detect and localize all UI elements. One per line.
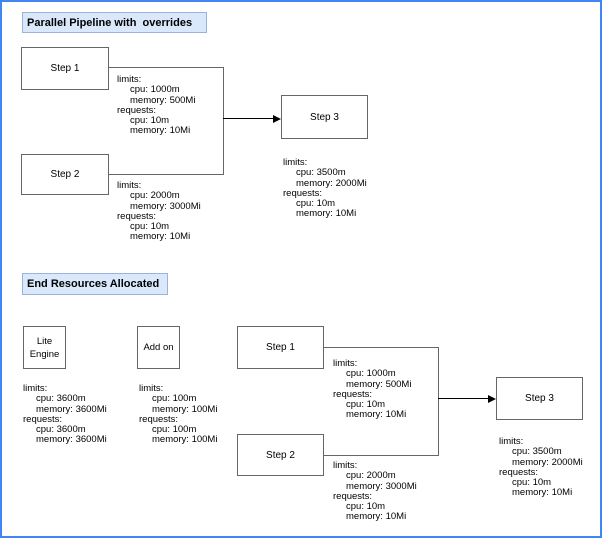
lite-engine-resources: limits: cpu: 3600m memory: 3600Mi reques…	[23, 383, 107, 446]
resource-line: limits:	[117, 74, 142, 85]
top-step2-connector-line	[109, 174, 224, 175]
top-step2-resources: limits: cpu: 2000m memory: 3000Mi reques…	[117, 180, 201, 243]
top-step2-label: Step 2	[50, 169, 80, 180]
resource-line: requests:	[283, 187, 323, 199]
top-step1-resources: limits: cpu: 1000m memory: 500Mi request…	[117, 74, 196, 137]
top-step1-node[interactable]: Step 1	[21, 47, 109, 90]
bottom-diagram-title[interactable]: End Resources Allocated	[22, 273, 168, 295]
top-step2-node[interactable]: Step 2	[21, 154, 109, 195]
resource-line: memory: 3000Mi	[346, 480, 417, 492]
lite-engine-node[interactable]: Lite Engine	[23, 326, 66, 369]
resource-line: cpu: 100m	[152, 393, 197, 405]
resource-line: memory: 10Mi	[296, 208, 357, 220]
resource-line: cpu: 2000m	[130, 190, 180, 202]
bottom-step3-label: Step 3	[525, 393, 554, 404]
top-diagram-title[interactable]: Parallel Pipeline with overrides	[22, 12, 207, 33]
lite-engine-label-line1: Lite	[36, 335, 53, 347]
resource-line: cpu: 3600m	[36, 393, 86, 405]
resource-line: requests:	[333, 388, 373, 400]
resource-line: requests:	[139, 413, 179, 425]
bottom-step3-node[interactable]: Step 3	[496, 377, 583, 420]
bottom-step2-connector-line	[324, 455, 439, 456]
top-step3-label: Step 3	[310, 111, 339, 123]
resource-line: memory: 3600Mi	[36, 403, 107, 415]
bottom-arrow-line	[438, 398, 489, 399]
resource-line: memory: 10Mi	[346, 511, 407, 523]
resource-line: memory: 10Mi	[346, 409, 407, 421]
addon-node[interactable]: Add on	[137, 326, 180, 369]
resource-line: memory: 10Mi	[512, 487, 573, 499]
resource-line: cpu: 1000m	[346, 368, 396, 380]
bottom-step1-resources: limits: cpu: 1000m memory: 500Mi request…	[333, 358, 412, 421]
bottom-step1-label: Step 1	[266, 342, 295, 353]
resource-line: limits:	[333, 358, 358, 369]
resource-line: cpu: 2000m	[346, 470, 396, 482]
top-arrowhead	[273, 114, 281, 123]
resource-line: cpu: 1000m	[130, 84, 180, 96]
resource-line: requests:	[23, 413, 63, 425]
addon-resources: limits: cpu: 100m memory: 100Mi requests…	[139, 383, 218, 446]
top-step3-node[interactable]: Step 3	[281, 95, 368, 139]
resource-line: memory: 2000Mi	[296, 177, 367, 189]
top-step3-resources: limits: cpu: 3500m memory: 2000Mi reques…	[283, 157, 367, 220]
resource-line: cpu: 10m	[346, 501, 386, 513]
resource-line: cpu: 100m	[152, 424, 197, 436]
bottom-arrowhead	[488, 394, 496, 403]
resource-line: cpu: 10m	[512, 477, 552, 489]
bottom-step2-resources: limits: cpu: 2000m memory: 3000Mi reques…	[333, 460, 417, 523]
resource-line: requests:	[499, 466, 539, 478]
resource-line: memory: 2000Mi	[512, 456, 583, 468]
bottom-step3-resources: limits: cpu: 3500m memory: 2000Mi reques…	[499, 436, 583, 499]
top-step1-connector-line	[109, 67, 224, 68]
resource-line: limits:	[23, 383, 48, 394]
resource-line: requests:	[333, 490, 373, 502]
bottom-step1-node[interactable]: Step 1	[237, 326, 324, 369]
lite-engine-label: Lite Engine	[30, 335, 60, 361]
bottom-join-connector-line	[438, 347, 439, 456]
resource-line: memory: 10Mi	[130, 125, 191, 137]
resource-line: limits:	[333, 460, 358, 471]
resource-line: memory: 500Mi	[130, 94, 196, 106]
resource-line: cpu: 3500m	[512, 446, 562, 458]
resource-line: memory: 100Mi	[152, 403, 218, 415]
resource-line: limits:	[283, 157, 308, 168]
bottom-step2-node[interactable]: Step 2	[237, 434, 324, 476]
resource-line: limits:	[117, 180, 142, 191]
top-join-connector-line	[223, 67, 224, 175]
resource-line: requests:	[117, 104, 157, 116]
resource-line: cpu: 10m	[130, 115, 170, 127]
top-step1-label: Step 1	[50, 63, 80, 74]
resource-line: cpu: 10m	[296, 198, 336, 210]
resource-line: memory: 3000Mi	[130, 200, 201, 212]
resource-line: cpu: 3600m	[36, 424, 86, 436]
resource-line: memory: 500Mi	[346, 378, 412, 390]
resource-line: limits:	[499, 436, 524, 447]
top-arrow-line	[223, 118, 274, 119]
resource-line: cpu: 10m	[346, 399, 386, 411]
addon-label: Add on	[143, 342, 174, 353]
bottom-step2-label: Step 2	[266, 449, 295, 461]
resource-line: cpu: 10m	[130, 221, 170, 233]
resource-line: memory: 100Mi	[152, 434, 218, 446]
resource-line: memory: 3600Mi	[36, 434, 107, 446]
resource-line: requests:	[117, 210, 157, 222]
resource-line: limits:	[139, 383, 164, 394]
resource-line: cpu: 3500m	[296, 167, 346, 179]
bottom-step1-connector-line	[324, 347, 439, 348]
lite-engine-label-line2: Engine	[29, 348, 60, 360]
resource-line: memory: 10Mi	[130, 231, 191, 243]
